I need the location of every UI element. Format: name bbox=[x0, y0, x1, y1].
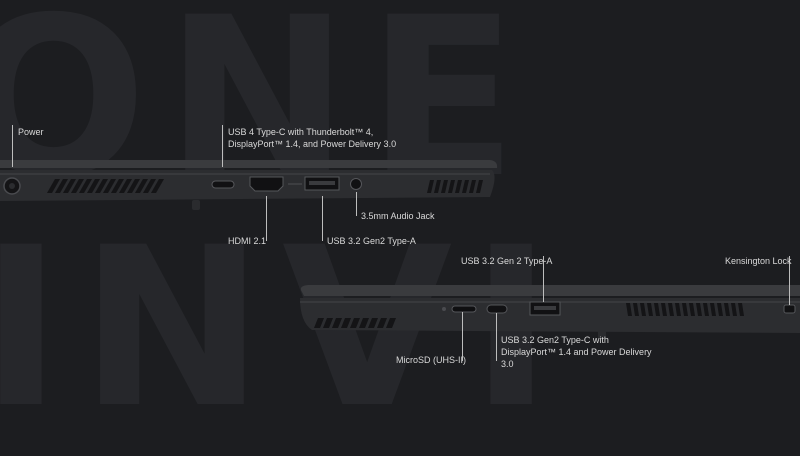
audio-jack bbox=[350, 178, 362, 190]
callout-line-usb-c-right bbox=[496, 313, 497, 361]
vent-side-right bbox=[626, 303, 744, 316]
microsd-slot bbox=[451, 305, 477, 313]
label-usb-a-left: USB 3.2 Gen2 Type-A bbox=[327, 236, 416, 246]
callout-line-kensington bbox=[789, 256, 790, 305]
callout-line-audio bbox=[356, 192, 357, 216]
callout-line-hdmi bbox=[266, 196, 267, 241]
laptop-right-side bbox=[300, 285, 800, 339]
callout-line-power bbox=[12, 125, 13, 167]
laptop-side-views bbox=[0, 160, 800, 339]
callout-line-microsd bbox=[462, 312, 463, 361]
label-usb-a-right: USB 3.2 Gen 2 Type-A bbox=[461, 256, 553, 266]
callout-line-usb4 bbox=[222, 125, 223, 167]
vent-front-right bbox=[314, 318, 396, 328]
vent-left bbox=[47, 179, 164, 193]
label-hdmi: HDMI 2.1 bbox=[228, 236, 267, 246]
label-kensington: Kensington Lock bbox=[725, 256, 792, 266]
usb-c-port-right bbox=[486, 304, 508, 314]
vent-rear-left bbox=[427, 180, 483, 193]
label-power: Power bbox=[18, 127, 44, 137]
label-usb4: USB 4 Type-C with Thunderbolt™ 4, Displa… bbox=[228, 127, 397, 149]
label-audio-jack: 3.5mm Audio Jack bbox=[361, 211, 435, 221]
label-microsd: MicroSD (UHS-II) bbox=[396, 355, 466, 365]
laptop-left-side bbox=[0, 160, 498, 210]
label-usb-c-right: USB 3.2 Gen2 Type-C with DisplayPort™ 1.… bbox=[501, 335, 652, 369]
callout-line-usb-a-right bbox=[543, 256, 544, 302]
callout-line-usb-a-left bbox=[322, 196, 323, 241]
usb-c-port-left bbox=[211, 180, 235, 189]
kensington-lock-slot bbox=[783, 304, 796, 314]
hdmi-port bbox=[249, 176, 284, 192]
